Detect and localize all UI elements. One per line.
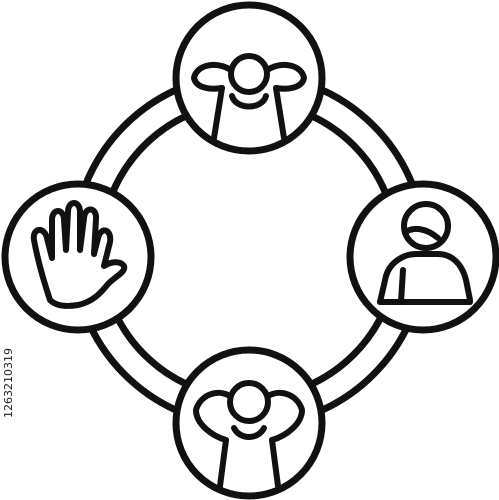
stock-id-watermark: 1263210319	[2, 348, 15, 418]
bottom-node	[172, 346, 326, 500]
top-node-circle	[172, 1, 326, 155]
user-icon	[377, 201, 473, 305]
left-node-circle	[1, 180, 155, 334]
top-node	[172, 1, 326, 155]
relaxed-person-icon	[191, 53, 307, 141]
right-node	[346, 180, 499, 334]
distressed-person-icon	[193, 380, 305, 489]
raised-hand-icon	[30, 200, 128, 309]
left-node	[1, 180, 155, 334]
